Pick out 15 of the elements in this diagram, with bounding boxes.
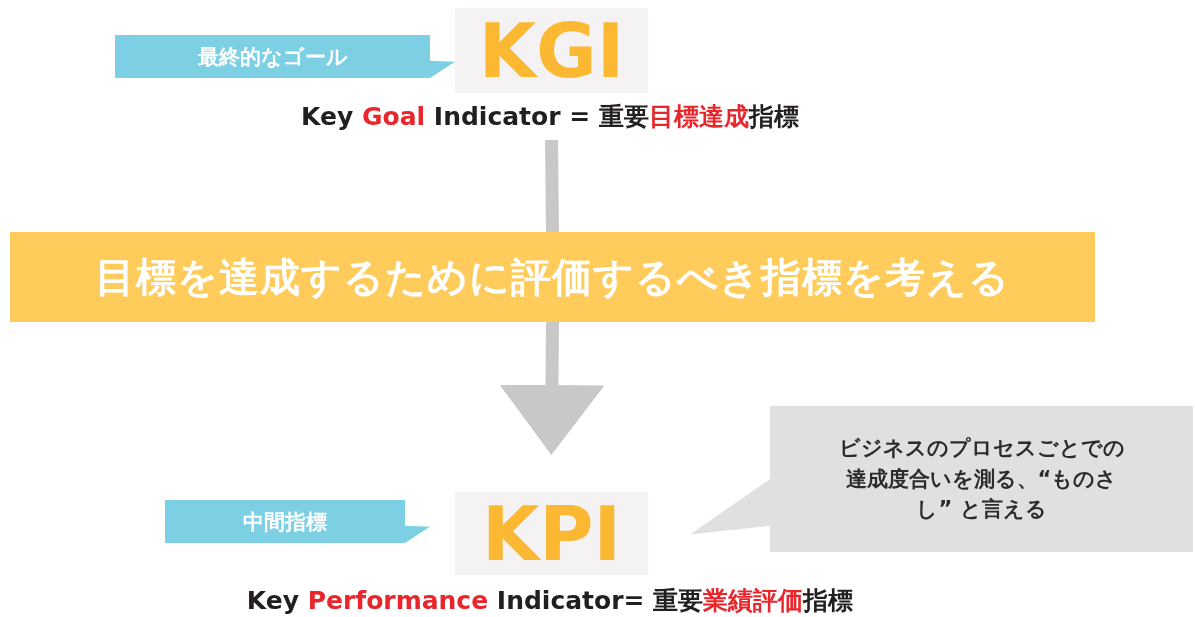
callout-shape [115,35,455,78]
speech-bubble [690,406,1193,552]
banner [10,232,1095,322]
metric-title: KGI [478,13,625,88]
metric-title: KPI [481,496,622,571]
bubble-text: ビジネスのプロセスごとでの達成度合いを測る、“ものさし” と言える [837,435,1126,524]
arrow [499,321,605,455]
definition-text: Key Performance Indicator= 重要業績評価指標 [246,586,854,615]
callout-label: 中間指標 [243,508,327,536]
callout-label: 最終的なゴール [197,43,348,71]
banner-text: 目標を達成するために評価するべき指標を考える [95,252,1010,302]
connector-line [545,139,559,233]
metric-box [455,8,648,93]
definition-text: Key Goal Indicator = 重要目標達成指標 [301,102,799,131]
callout-shape [165,500,430,543]
